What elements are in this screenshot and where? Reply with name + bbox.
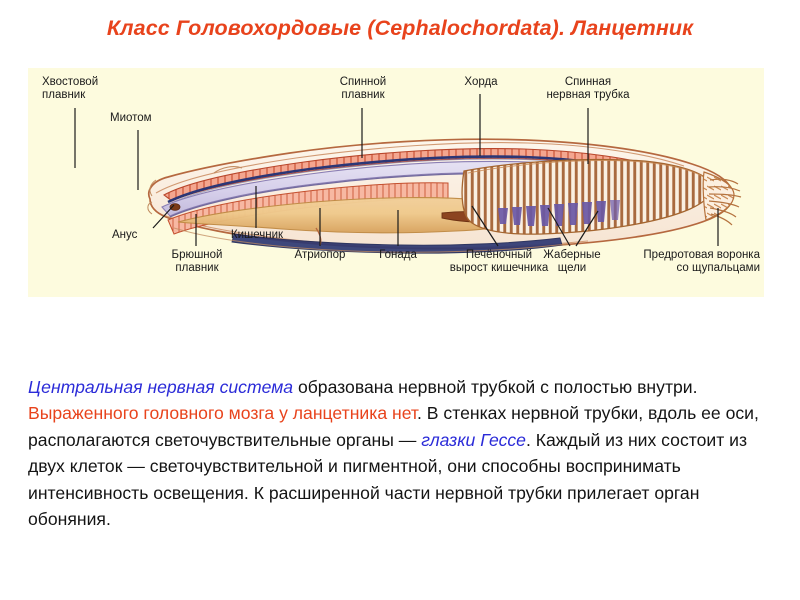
label-notochord: Хорда xyxy=(464,76,498,88)
label-myotome: Миотом xyxy=(110,112,152,124)
term-no-brain: Выраженного головного мозга у ланцетника… xyxy=(28,403,418,424)
pharyngeal-basket-shape xyxy=(461,158,713,235)
leader-gill-a xyxy=(547,207,571,247)
leader-anus xyxy=(152,204,175,229)
text-run-1: образована нервной трубкой с полостью вн… xyxy=(293,377,698,397)
page-title: Класс Головохордовые (Cephalochordata). … xyxy=(106,16,694,40)
label-intestine: Кишечник xyxy=(230,229,284,241)
label-atriopore: Атриопор xyxy=(294,249,346,261)
label-dorsal-fin: Спинной плавник xyxy=(339,76,387,101)
term-hesse-eyes: глазки Гессе xyxy=(421,429,526,450)
label-anus: Анус xyxy=(112,229,138,241)
gill-loops xyxy=(498,200,620,226)
term-central-nervous-system: Центральная нервная система xyxy=(28,377,294,397)
anus-shape xyxy=(169,203,181,211)
text-run-3: . В стенках нервной трубки, вдоль ее оси… xyxy=(28,403,759,450)
lancelet-body xyxy=(147,138,742,254)
label-ventral-fin: Брюшной плавник xyxy=(171,249,223,274)
text-run-5: . Каждый из них состоит из двух клеток —… xyxy=(28,429,748,530)
leader-hepatic xyxy=(471,205,499,247)
oral-cirri xyxy=(708,178,742,226)
label-dorsal-nerve: Спинная нервная трубка xyxy=(546,76,630,101)
label-oral-hood: Предротовая воронка со щупальцами xyxy=(643,249,760,274)
label-leader-lines xyxy=(74,94,719,247)
label-tail-fin: Хвостовой плавник xyxy=(42,76,99,101)
figure-panel: Хвостовой плавник Миотом Спинной плавник… xyxy=(28,68,764,297)
label-gill-slits: Жаберные щели xyxy=(543,249,601,274)
label-hepatic-cecum: Печёночный вырост кишечника xyxy=(449,249,549,274)
label-gonad: Гонада xyxy=(379,249,417,261)
description-paragraph: Центральная нервная система образована н… xyxy=(28,374,776,532)
leader-gill-b xyxy=(575,210,599,247)
lancelet-anatomy-diagram xyxy=(28,68,764,297)
